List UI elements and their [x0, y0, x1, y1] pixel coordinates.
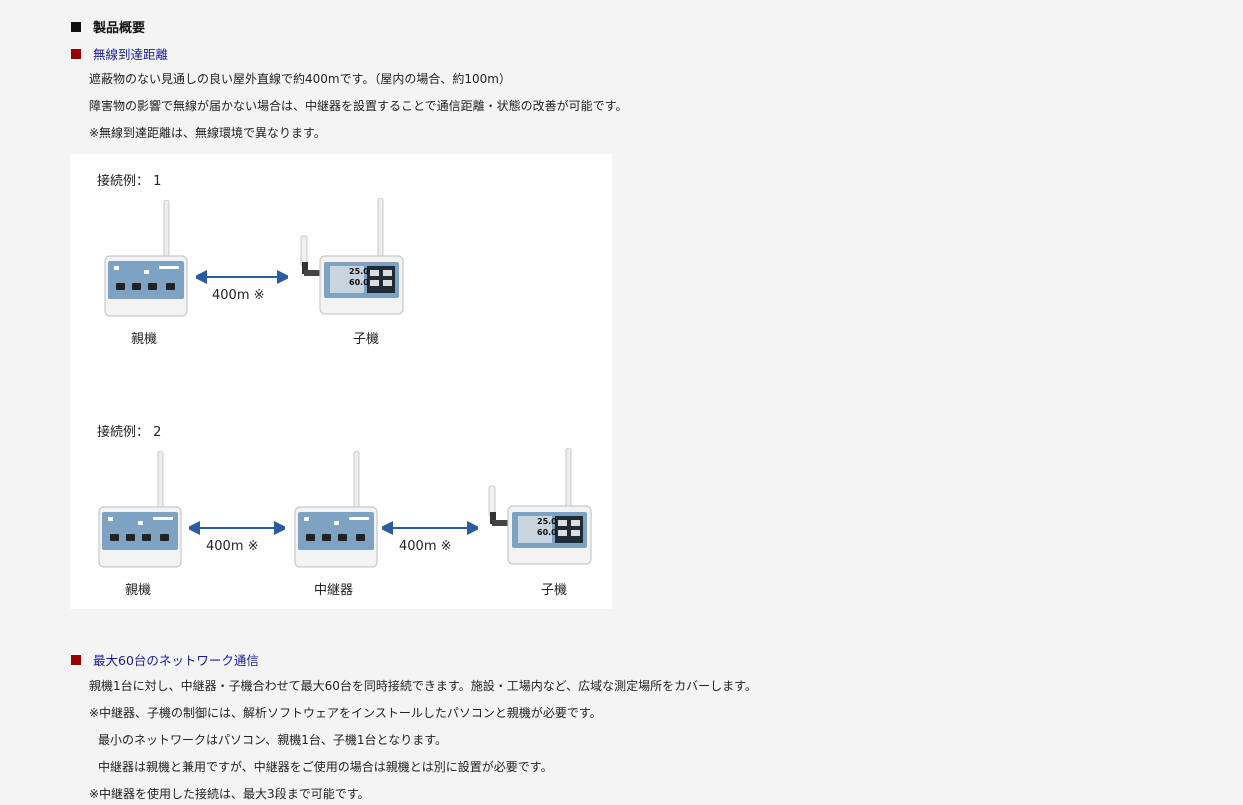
display-temp: 25.0: [349, 267, 369, 276]
example-1-title: 接続例： 1: [97, 174, 162, 189]
bullet-square-icon: [71, 21, 81, 32]
network-line-4: 中継器は親機と兼用ですが、中継器をご使用の場合は親機とは別に設置が必要です。: [98, 760, 553, 774]
distance-arrow: [382, 521, 478, 535]
network-title: 最大60台のネットワーク通信: [71, 650, 259, 669]
parent-label: 親機: [125, 583, 152, 598]
wireless-line-3: ※無線到達距離は、無線環境で異なります。: [89, 126, 326, 140]
example-2-title: 接続例： 2: [97, 425, 162, 440]
network-line-2: ※中継器、子機の制御には、解析ソフトウェアをインストールしたパソコンと親機が必要…: [89, 706, 602, 720]
wireless-title-text: 無線到達距離: [93, 47, 169, 62]
bullet-square-icon: [71, 654, 81, 665]
distance-label: 400m ※: [212, 288, 265, 303]
relay-label: 中継器: [314, 583, 354, 598]
network-title-text: 最大60台のネットワーク通信: [93, 653, 259, 668]
display-temp: 25.0: [537, 517, 557, 526]
parent-unit-icon: [98, 451, 182, 568]
distance-label: 400m ※: [399, 539, 452, 554]
network-line-5: ※中継器を使用した接続は、最大3段まで可能です。: [89, 787, 370, 801]
section-title: 製品概要: [71, 17, 145, 36]
wireless-line-1: 遮蔽物のない見通しの良い屋外直線で約400mです。（屋内の場合、約100m）: [89, 72, 511, 86]
connection-diagram: 接続例： 1 25.0 60.0 400m ※ 親機 子機 接続例： 2 25.…: [70, 154, 612, 609]
distance-label: 400m ※: [206, 539, 259, 554]
wireless-title: 無線到達距離: [71, 44, 168, 63]
distance-arrow: [189, 521, 285, 535]
display-humidity: 60.0: [537, 528, 557, 537]
relay-unit-icon: [294, 451, 378, 568]
distance-arrow: [196, 270, 288, 284]
parent-unit-icon: [104, 200, 188, 317]
section-title-text: 製品概要: [93, 21, 146, 36]
child-label: 子機: [541, 583, 568, 598]
wireless-line-2: 障害物の影響で無線が届かない場合は、中継器を設置することで通信距離・状態の改善が…: [89, 99, 628, 113]
child-label: 子機: [353, 332, 380, 347]
child-unit-icon: [300, 198, 404, 315]
network-line-1: 親機1台に対し、中継器・子機合わせて最大60台を同時接続できます。施設・工場内な…: [89, 679, 757, 693]
parent-label: 親機: [131, 332, 158, 347]
display-humidity: 60.0: [349, 278, 369, 287]
bullet-square-icon: [71, 48, 81, 59]
child-unit-icon: [488, 448, 592, 565]
network-line-3: 最小のネットワークはパソコン、親機1台、子機1台となります。: [98, 733, 447, 747]
